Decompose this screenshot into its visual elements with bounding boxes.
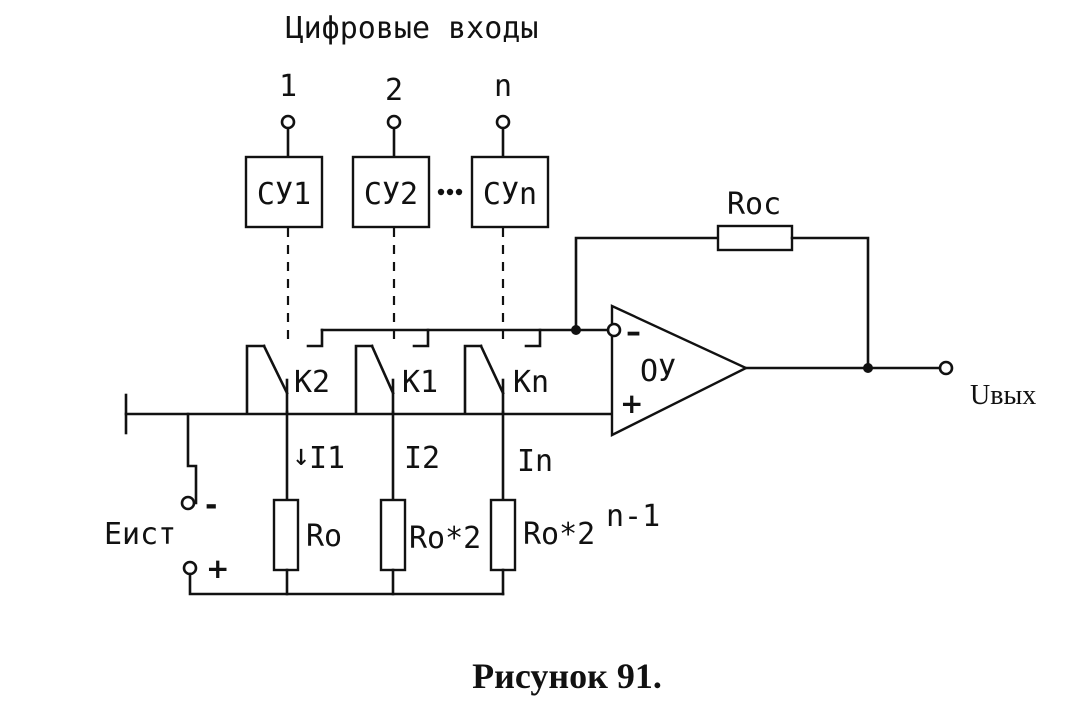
output-terminal (938, 360, 954, 376)
source-minus-lead (186, 412, 198, 505)
feedback-resistor (716, 224, 794, 252)
resistor-ro (272, 498, 300, 572)
switch-k1-blade (370, 344, 395, 395)
opamp-inverting-sign: – (626, 315, 641, 350)
switch-k1-left-rail (354, 344, 374, 414)
input-number-n: n (494, 69, 512, 104)
opamp-label: ОУ (640, 354, 676, 389)
switch-kn-blade (479, 344, 505, 395)
current-arrow: ↓ (292, 438, 310, 473)
switch-k2-left-rail (245, 344, 266, 414)
resistor-ro-label: Ro (306, 519, 342, 554)
resistor-ro2-label: Ro*2 (409, 521, 481, 556)
return-bus (188, 572, 505, 596)
resistor-ro2n-exponent: n-1 (606, 499, 660, 534)
resistor-ro2n-label: Ro*2 (523, 517, 595, 552)
source-label: Еист (104, 517, 176, 552)
control-unit-2 (351, 155, 431, 229)
feedback-wire-left (574, 236, 720, 332)
input-number-1: 1 (279, 69, 297, 104)
current-i2-label: I2 (404, 441, 440, 476)
feedback-wire-right (790, 236, 870, 370)
switch-k1-label: К1 (402, 365, 438, 400)
switch-k2-blade (262, 344, 289, 395)
control-unit-n-label: СУn (483, 177, 537, 212)
feedback-resistor-label: Roc (727, 187, 781, 222)
output-junction-dot (863, 363, 873, 373)
current-in-label: In (517, 444, 553, 479)
source-minus-sign: - (205, 488, 217, 523)
digital-inputs-title: Цифровые входы (286, 11, 539, 46)
input-terminal-1 (280, 114, 296, 130)
control-unit-1 (244, 155, 324, 229)
source-plus-sign: + (206, 552, 229, 585)
ellipsis-dot (437, 188, 445, 196)
source-minus-terminal (180, 495, 196, 511)
control-unit-2-label: СУ2 (364, 177, 418, 212)
ellipsis-dot (455, 188, 463, 196)
control-unit-n (470, 155, 550, 229)
opamp-noninverting-sign: + (620, 387, 643, 420)
input-number-2: 2 (385, 73, 403, 108)
source-plus-terminal (182, 560, 198, 576)
switch-kn-label: Кn (513, 365, 549, 400)
current-i1-label: I1 (309, 441, 345, 476)
input-terminal-n (495, 114, 511, 130)
output-label: Uвых (970, 380, 1036, 411)
switch-k2-label: К2 (294, 365, 330, 400)
control-unit-1-label: СУ1 (257, 177, 311, 212)
resistor-ro2n (489, 498, 517, 572)
opamp-inverting-input (606, 322, 622, 338)
resistor-ro2 (379, 498, 407, 572)
ellipsis-dot (446, 188, 454, 196)
input-terminal-2 (386, 114, 402, 130)
switch-kn-left-rail (463, 344, 483, 414)
opamp-body (610, 304, 749, 437)
figure-caption: Рисунок 91. (472, 656, 662, 696)
